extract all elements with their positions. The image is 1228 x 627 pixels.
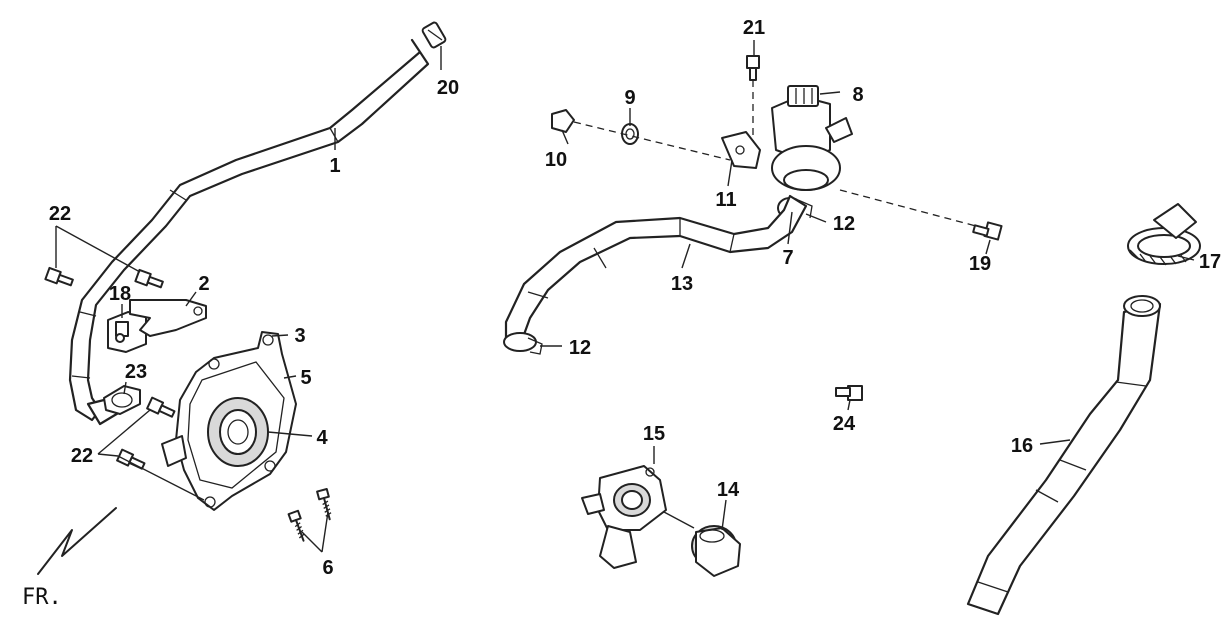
callout-9: 9	[624, 87, 635, 109]
callout-8: 8	[852, 84, 863, 106]
stay-part-2	[129, 299, 207, 337]
callout-12-upper: 12	[833, 213, 855, 235]
callout-24: 24	[833, 413, 856, 435]
assembly-line-bolt-19	[839, 189, 977, 227]
bolt-part-22-lower	[116, 396, 176, 470]
front-direction-label: FR.	[22, 585, 62, 610]
thermostat-housing-part-15	[581, 465, 667, 569]
assembly-line-bolt-10	[573, 121, 731, 161]
bolt-part-21	[746, 55, 760, 81]
water-pump-cover-parts-3-4-5	[161, 331, 297, 511]
callout-6: 6	[322, 557, 333, 579]
callout-18: 18	[109, 283, 131, 305]
front-arrow-icon	[37, 507, 117, 575]
callout-23: 23	[125, 361, 147, 383]
callout-3: 3	[294, 325, 305, 347]
callout-4: 4	[316, 427, 328, 449]
callout-2: 2	[198, 273, 209, 295]
hose-part-16	[966, 295, 1162, 616]
valve-part-8	[771, 85, 853, 191]
callout-15: 15	[643, 423, 665, 445]
callout-20: 20	[437, 77, 459, 99]
washer-part-10	[551, 109, 575, 133]
gasket-part-23	[103, 385, 141, 415]
callout-21: 21	[743, 17, 765, 39]
callout-10: 10	[545, 149, 567, 171]
callout-11: 11	[715, 189, 736, 211]
leader-lines	[55, 40, 1195, 553]
callout-14: 14	[717, 479, 740, 501]
callout-12-lower: 12	[569, 337, 591, 359]
bolt-part-19	[972, 221, 1003, 241]
clamp-part-12-lower	[503, 332, 543, 355]
callout-1: 1	[329, 155, 340, 177]
bracket-part-18	[107, 311, 147, 353]
bolt-part-24	[835, 385, 863, 401]
screws-part-6	[287, 487, 332, 542]
hose-part-13	[504, 194, 808, 346]
bolt-part-22-upper	[44, 266, 164, 289]
callout-labels: 20 1 22 2 18 3 5 4 23 22 6 21 8 9 10 11 …	[49, 17, 1221, 579]
callout-13: 13	[671, 273, 693, 295]
clamp-part-17	[1127, 203, 1201, 266]
callout-5: 5	[300, 367, 311, 389]
callout-17: 17	[1199, 251, 1221, 273]
thermostat-part-14	[691, 525, 741, 577]
front-direction-indicator: FR.	[22, 507, 117, 610]
callout-16: 16	[1011, 435, 1033, 457]
callout-22-upper: 22	[49, 203, 71, 225]
callout-19: 19	[969, 253, 991, 275]
callout-7: 7	[782, 247, 793, 269]
assembly-line-thermostat	[663, 511, 695, 529]
clamp-part-20	[421, 21, 447, 49]
callout-22-lower: 22	[71, 445, 93, 467]
bracket-part-11	[721, 131, 761, 169]
